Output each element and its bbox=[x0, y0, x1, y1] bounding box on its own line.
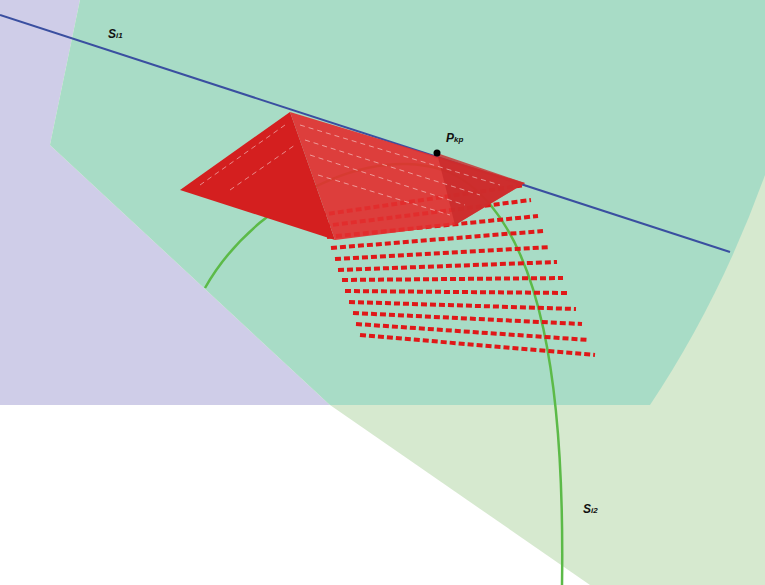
curve-label: Pkp bbox=[446, 132, 463, 144]
voxel-face-right bbox=[437, 153, 525, 225]
line-s-i1 bbox=[0, 15, 730, 252]
pale-green-plane bbox=[50, 0, 765, 585]
point-marker bbox=[434, 150, 441, 157]
curve-label: Si2 bbox=[583, 503, 598, 515]
curved-surface bbox=[50, 0, 765, 405]
voxel-face-top bbox=[290, 112, 525, 240]
curve-label: Si1 bbox=[108, 28, 123, 40]
voxel-texture bbox=[200, 125, 500, 215]
